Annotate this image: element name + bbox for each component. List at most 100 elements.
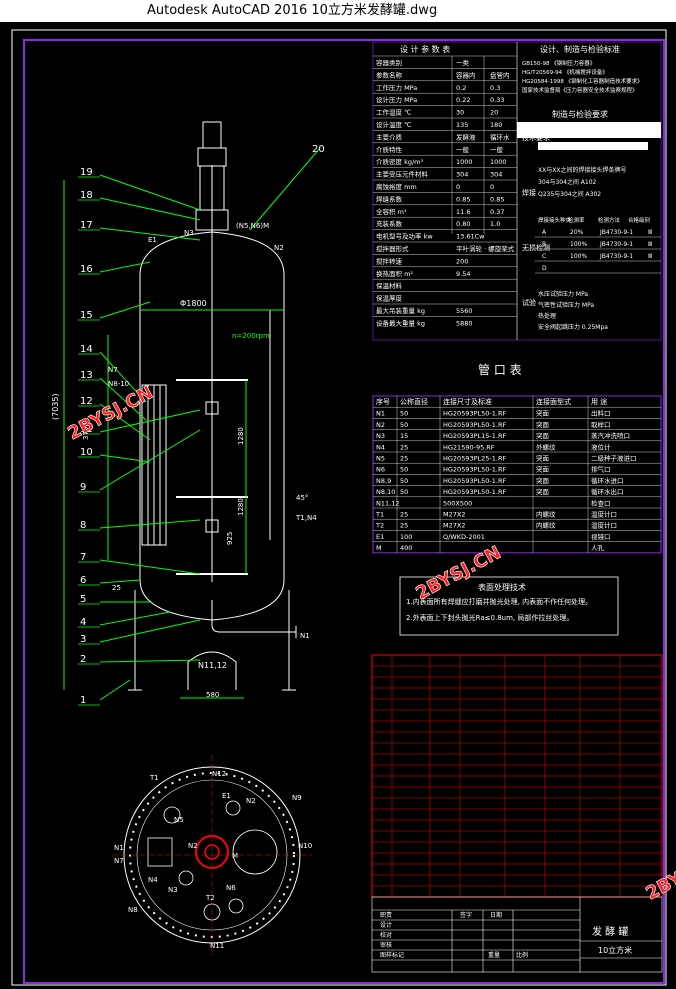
- design-row-label: 腐蚀裕度 mm: [376, 182, 417, 191]
- label-20: 20: [312, 144, 325, 155]
- ndt-rate: 20%: [570, 229, 584, 236]
- nozzle-cell: 内螺纹: [536, 521, 556, 530]
- design-row-container: 0: [456, 183, 460, 191]
- dim-1280-b: 1280: [237, 498, 245, 516]
- design-row-label: 全容积 m³: [376, 207, 407, 216]
- nozzle-cell: 排气口: [591, 465, 611, 474]
- nozzle-cell: T2: [375, 522, 384, 530]
- label-n5-n6-m: (N5,N6)M: [236, 222, 269, 230]
- design-row-label: 设计温度 ℃: [376, 120, 411, 129]
- nozzle-cell: N6: [376, 466, 385, 474]
- title-block-field-3: 日期: [490, 911, 502, 919]
- design-row-label: 设备最大重量 kg: [376, 318, 425, 327]
- design-row-jacket: 1.0: [490, 220, 500, 228]
- title-block-field-2: 签字: [460, 911, 472, 919]
- design-row-container: 平叶涡轮 · 螺旋桨式: [456, 244, 515, 253]
- standard-item: 国家技术监督局《压力容器安全技术监察规程》: [522, 86, 638, 94]
- side-label: 无损检测: [522, 243, 550, 252]
- design-row-container: 0.22: [456, 96, 470, 104]
- nozzle-cell: 内螺纹: [536, 510, 556, 519]
- plan-label: N8: [128, 906, 138, 914]
- nozzle-cell: HG20593PL25-1.RF: [443, 455, 506, 463]
- surface-note-line-1: 1.内表面所有焊缝应打磨并抛光处理, 内表面不作任何处理。: [406, 597, 592, 606]
- side-label: 试验: [522, 298, 536, 307]
- plan-label: N5: [174, 816, 184, 824]
- nozzle-cell: Q/WKD-2001: [443, 533, 485, 541]
- ndt-grade: Ⅲ: [648, 253, 652, 260]
- ndt-grade: Ⅲ: [648, 241, 652, 248]
- ndt-kind: A: [542, 229, 547, 236]
- inner-frame: [23, 39, 665, 984]
- design-row-container: 发酵液: [456, 132, 476, 141]
- test-row: 热处理: [538, 312, 556, 320]
- design-row-label: 工作温度 ℃: [376, 108, 411, 117]
- design-row-label: 换热面积 m²: [376, 269, 413, 278]
- design-row-label: 保温材料: [376, 281, 403, 290]
- design-row-container: 一般: [456, 145, 470, 154]
- label-n7: N7: [108, 366, 118, 374]
- nozzle-cell: 25: [400, 443, 408, 451]
- fabrication-section: XX与XX之间的焊接接头焊条牌号 304与304之间 A102Q235与304之间…: [517, 122, 661, 331]
- weld-row: 304与304之间 A102: [538, 178, 597, 186]
- nozzle-cell: N2: [376, 421, 385, 429]
- standard-item: GB150-98 《钢制压力容器》: [522, 59, 595, 67]
- nozzle-cell: 二级种子液进口: [591, 454, 637, 463]
- design-row-label: 保温厚度: [376, 294, 403, 303]
- watermark-2: 2BYSJ.CN: [412, 542, 504, 604]
- callout-number: 15: [80, 310, 93, 321]
- title-block-field-8: 重量: [488, 951, 500, 959]
- design-row-label: 最大吊装重量 kg: [376, 306, 425, 315]
- label-n8-10: N8-10: [108, 380, 129, 388]
- nozzle-cell: N3: [376, 432, 385, 440]
- nozzle-cell: HG20593PL50-1.RF: [443, 421, 506, 429]
- nozzle-cell: HG20593PL50-1.RF: [443, 466, 506, 474]
- ndt-rate: 100%: [570, 253, 587, 260]
- surface-note-box: [399, 576, 619, 636]
- nozzle-cell: 25: [400, 522, 408, 530]
- plan-label: N9: [292, 794, 302, 802]
- callout-number: 4: [80, 617, 86, 628]
- plan-label: T2: [205, 894, 215, 902]
- design-row-label: 介质特性: [376, 145, 403, 154]
- design-row-label: 介质密度 kg/m³: [376, 157, 423, 166]
- outer-frame: [11, 29, 667, 986]
- standard-item: HG/T20569-94 《机械搅拌设备》: [522, 68, 608, 76]
- design-row-container: 一类: [456, 58, 470, 67]
- design-row-container: 200: [456, 257, 468, 265]
- design-row-jacket: 304: [490, 171, 502, 179]
- weld-row: Q235与304之间 A302: [538, 190, 601, 198]
- nozzle-header: 公称直径: [400, 397, 428, 406]
- test-row: 安全阀起跳压力 0.25Mpa: [538, 323, 608, 331]
- nozzle-cell: 400: [400, 544, 412, 552]
- surface-note-line-2: 2.外表面上下封头抛光Ra≤0.8um, 局部作拉丝处理。: [406, 613, 573, 622]
- callout-number: 6: [80, 575, 86, 586]
- nozzle-header: 用 途: [591, 397, 607, 406]
- nozzle-cell: 15: [400, 432, 408, 440]
- ndt-method: JB4730-9-1: [599, 241, 633, 248]
- nozzle-cell: N4: [376, 443, 385, 451]
- label-t1-n4: T1,N4: [295, 514, 317, 522]
- fabrication-title: 制造与检验要求: [552, 109, 608, 119]
- nozzle-cell: HG21590-95.RF: [443, 443, 495, 451]
- callout-number: 9: [80, 482, 86, 493]
- nozzle-cell: N1: [376, 410, 385, 418]
- side-label: 技术要求: [522, 133, 550, 142]
- standards-title: 设计、制造与检验标准: [540, 44, 620, 54]
- title-block-field-9: 比例: [516, 951, 528, 959]
- ndt-kind: D: [542, 265, 547, 272]
- redacted-bar: [517, 122, 661, 138]
- label-e1: E1: [148, 236, 157, 244]
- nozzle-cell: 50: [400, 410, 408, 418]
- test-row: 气密性试验压力 MPa: [538, 301, 594, 309]
- plan-label: N12: [212, 770, 226, 778]
- weld-row: XX与XX之间的焊接接头焊条牌号: [538, 166, 626, 174]
- nozzle-cell: 突面: [536, 431, 550, 440]
- callout-number: 8: [80, 520, 86, 531]
- nozzle-cell: E1: [376, 533, 384, 541]
- design-row-jacket: 循环水: [490, 132, 510, 141]
- nozzle-cell: 50: [400, 488, 408, 496]
- label-n1: N1: [300, 632, 310, 640]
